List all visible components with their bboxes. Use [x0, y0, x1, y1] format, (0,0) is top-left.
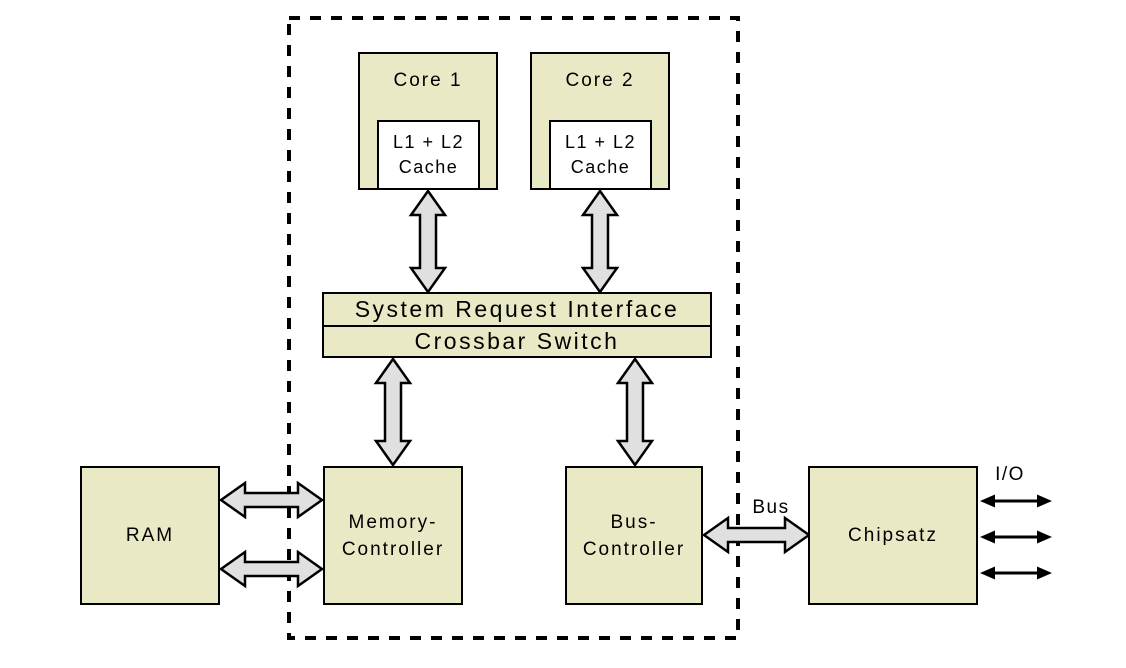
cache1-line2: Cache — [398, 157, 459, 177]
bus-controller-line2: Controller — [582, 538, 686, 560]
block-bus-controller: Bus- Controller — [565, 466, 703, 605]
bus-controller-line1: Bus- — [610, 511, 658, 533]
block-cache2: L1 + L2 Cache — [549, 120, 652, 190]
memory-controller-line2: Controller — [341, 538, 445, 560]
block-memory-controller: Memory- Controller — [323, 466, 463, 605]
block-ram: RAM — [80, 466, 220, 605]
arrow-crossbar-bus-controller — [615, 356, 655, 468]
cache1-line1: L1 + L2 — [392, 132, 465, 152]
io-arrow-3 — [980, 566, 1052, 580]
cache2-line1: L1 + L2 — [564, 132, 637, 152]
arrow-ram-memory-controller-2 — [218, 549, 325, 589]
block-core1: Core 1 L1 + L2 Cache — [358, 52, 498, 190]
io-label: I/O — [995, 464, 1025, 485]
block-system-request-interface: System Request Interface — [324, 294, 710, 327]
block-crossbar-switch: Crossbar Switch — [414, 328, 620, 354]
arrow-cache1-sri — [408, 188, 448, 295]
arrow-bus-controller-chipset — [701, 515, 812, 555]
core1-label: Core 1 — [393, 70, 463, 91]
core2-label: Core 2 — [565, 70, 635, 91]
bus-label: Bus — [752, 497, 790, 518]
io-arrow-2 — [980, 530, 1052, 544]
cpu-boundary-dashed-box — [287, 16, 740, 640]
io-arrow-1 — [980, 494, 1052, 508]
cache2-line2: Cache — [570, 157, 631, 177]
block-core2: Core 2 L1 + L2 Cache — [530, 52, 670, 190]
block-cache1: L1 + L2 Cache — [377, 120, 480, 190]
block-chipset: Chipsatz — [808, 466, 978, 605]
memory-controller-line1: Memory- — [348, 511, 438, 533]
arrow-cache2-sri — [580, 188, 620, 295]
block-interconnect: System Request Interface Crossbar Switch — [322, 292, 712, 358]
arrow-crossbar-memory-controller — [373, 356, 413, 468]
arrow-ram-memory-controller-1 — [218, 480, 325, 520]
